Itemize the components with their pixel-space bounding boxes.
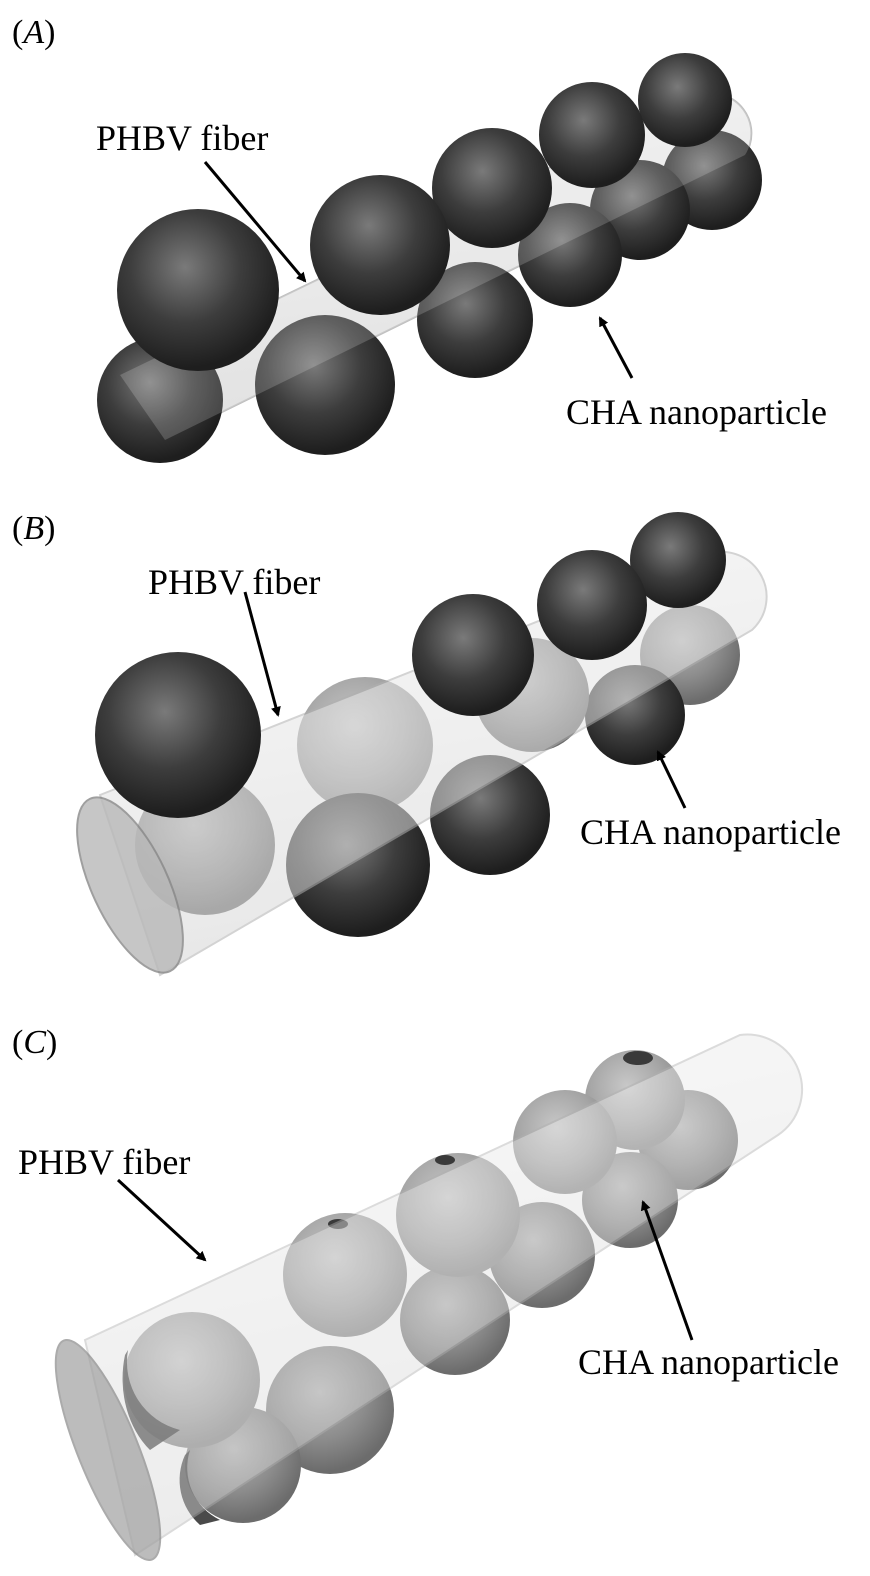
particle bbox=[412, 594, 534, 716]
panel-a-label: (A) bbox=[12, 14, 56, 51]
panel-a-fiber-label: PHBV fiber bbox=[96, 118, 269, 158]
panel-a-particles-top bbox=[117, 53, 732, 371]
particle bbox=[432, 128, 552, 248]
panel-a-particle-label: CHA nanoparticle bbox=[566, 392, 827, 432]
panel-b: (B) PHBV fiber CHA nanoparticle bbox=[0, 490, 870, 1010]
particle bbox=[638, 53, 732, 147]
panel-c: (C) PHBV fiber CHA nanoparticle bbox=[0, 1010, 870, 1576]
panel-a: (A) PHBV fiber CHA nanoparticle bbox=[0, 0, 870, 490]
panel-c-fiber bbox=[54, 1033, 804, 1561]
panel-c-fiber-label: PHBV fiber bbox=[18, 1142, 191, 1182]
panel-c-label: (C) bbox=[12, 1024, 58, 1061]
panel-b-particles-top bbox=[95, 512, 726, 818]
particle bbox=[95, 652, 261, 818]
particle bbox=[537, 550, 647, 660]
panel-b-fiber-label: PHBV fiber bbox=[148, 562, 321, 602]
particle bbox=[417, 262, 533, 378]
panel-c-particle-label: CHA nanoparticle bbox=[578, 1342, 839, 1382]
particle bbox=[518, 203, 622, 307]
particle bbox=[255, 315, 395, 455]
fiber-arrow bbox=[116, 1178, 207, 1262]
fiber-arrow bbox=[243, 591, 281, 717]
fiber-arrow bbox=[203, 161, 307, 283]
particle-arrow bbox=[598, 316, 634, 379]
panel-b-particle-label: CHA nanoparticle bbox=[580, 812, 841, 852]
particle bbox=[630, 512, 726, 608]
particle bbox=[117, 209, 279, 371]
panel-b-diagram bbox=[76, 512, 768, 977]
particle bbox=[539, 82, 645, 188]
particle-cap bbox=[435, 1155, 455, 1165]
panel-a-diagram bbox=[97, 53, 762, 463]
panel-b-label: (B) bbox=[12, 510, 56, 547]
panel-c-diagram bbox=[54, 1033, 804, 1561]
particle-arrow bbox=[640, 1200, 694, 1341]
particle-cap bbox=[623, 1051, 653, 1065]
particle-arrow bbox=[656, 750, 687, 809]
particle bbox=[310, 175, 450, 315]
